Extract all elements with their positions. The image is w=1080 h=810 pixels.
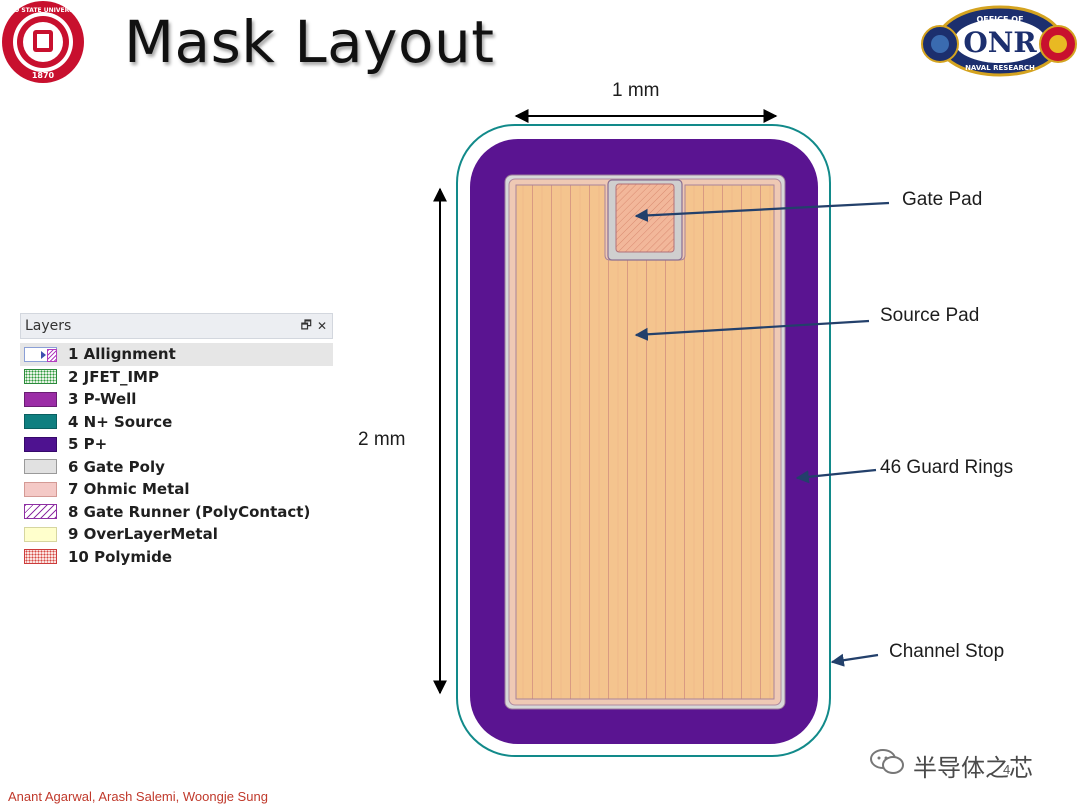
layer-item-gate-poly[interactable]: 6 Gate Poly [20,456,333,479]
restore-icon[interactable]: 🗗 [300,317,312,332]
layer-label: 10 Polymide [68,547,172,566]
layer-item-gate-runner[interactable]: 8 Gate Runner (PolyContact) [20,501,333,524]
svg-text:NAVAL RESEARCH: NAVAL RESEARCH [965,64,1035,72]
layer-label: 4 N+ Source [68,412,173,431]
svg-text:1870: 1870 [32,71,55,80]
layer-label: 8 Gate Runner (PolyContact) [68,502,311,521]
watermark-text: 半导体之芯 [913,754,1033,782]
height-dimension-label: 2 mm [358,429,406,450]
channel-stop-ring [456,124,831,757]
layer-item-p-well[interactable]: 3 P-Well [20,388,333,411]
source-pad-metal [515,184,775,700]
source-pad-callout-arrow [634,319,870,341]
layer-label: 9 OverLayerMetal [68,525,218,544]
layer-item-p-plus[interactable]: 5 P+ [20,433,333,456]
gate-pad-label: Gate Pad [902,189,983,210]
svg-text:OFFICE OF: OFFICE OF [976,15,1023,24]
yellow-swatch-icon [24,526,57,542]
layer-label: 6 Gate Poly [68,457,165,476]
layer-item-ohmic-metal[interactable]: 7 Ohmic Metal [20,478,333,501]
green-dots-swatch-icon [24,369,57,385]
layers-panel-title: Layers [25,318,72,334]
magenta-swatch-icon [24,391,57,407]
red-dots-swatch-icon [24,549,57,565]
layer-label: 3 P-Well [68,390,137,409]
channel-stop-callout-arrow [830,653,879,667]
page-number: 4 [1003,762,1011,777]
close-icon[interactable]: ✕ [316,319,327,333]
width-dimension-label: 1 mm [612,80,660,101]
purple-swatch-icon [24,436,57,452]
source-pad-label: Source Pad [880,305,980,326]
guard-rings-label: 46 Guard Rings [880,457,1014,478]
layers-panel-header: Layers 🗗 ✕ [20,313,333,339]
gate-pad [615,183,675,253]
gray-swatch-icon [24,459,57,475]
layers-panel: Layers 🗗 ✕ 1 Allignment 2 JFET_IMP 3 P-W… [20,313,333,573]
layers-list: 1 Allignment 2 JFET_IMP 3 P-Well 4 N+ So… [20,343,333,568]
layer-label: 5 P+ [68,435,108,454]
svg-text:ONR: ONR [963,26,1037,59]
channel-stop-label: Channel Stop [889,641,1005,662]
layer-item-n-source[interactable]: 4 N+ Source [20,411,333,434]
guard-rings-callout-arrow [795,468,877,484]
footer-authors: Anant Agarwal, Arash Salemi, Woongje Sun… [8,789,268,804]
teal-swatch-icon [24,414,57,430]
university-seal-logo: 1870 OHIO STATE UNIVERSITY [0,0,90,86]
layer-item-jfet-imp[interactable]: 2 JFET_IMP [20,366,333,389]
slide-title: Mask Layout [124,8,495,76]
onr-logo: OFFICE OF ONR NAVAL RESEARCH [918,4,1078,78]
gate-pad-callout-arrow [634,201,890,222]
layer-item-polymide[interactable]: 10 Polymide [20,546,333,569]
pink-swatch-icon [24,481,57,497]
svg-text:OHIO STATE UNIVERSITY: OHIO STATE UNIVERSITY [2,7,85,14]
layer-item-overlayermetal[interactable]: 9 OverLayerMetal [20,523,333,546]
layer-label: 1 Allignment [68,345,176,364]
layer-item-allignment[interactable]: 1 Allignment [20,343,333,366]
layer-label: 2 JFET_IMP [68,367,159,386]
alignment-swatch-icon [24,346,57,362]
layer-label: 7 Ohmic Metal [68,480,190,499]
purple-hatch-swatch-icon [24,504,57,520]
wechat-icon [868,747,908,777]
